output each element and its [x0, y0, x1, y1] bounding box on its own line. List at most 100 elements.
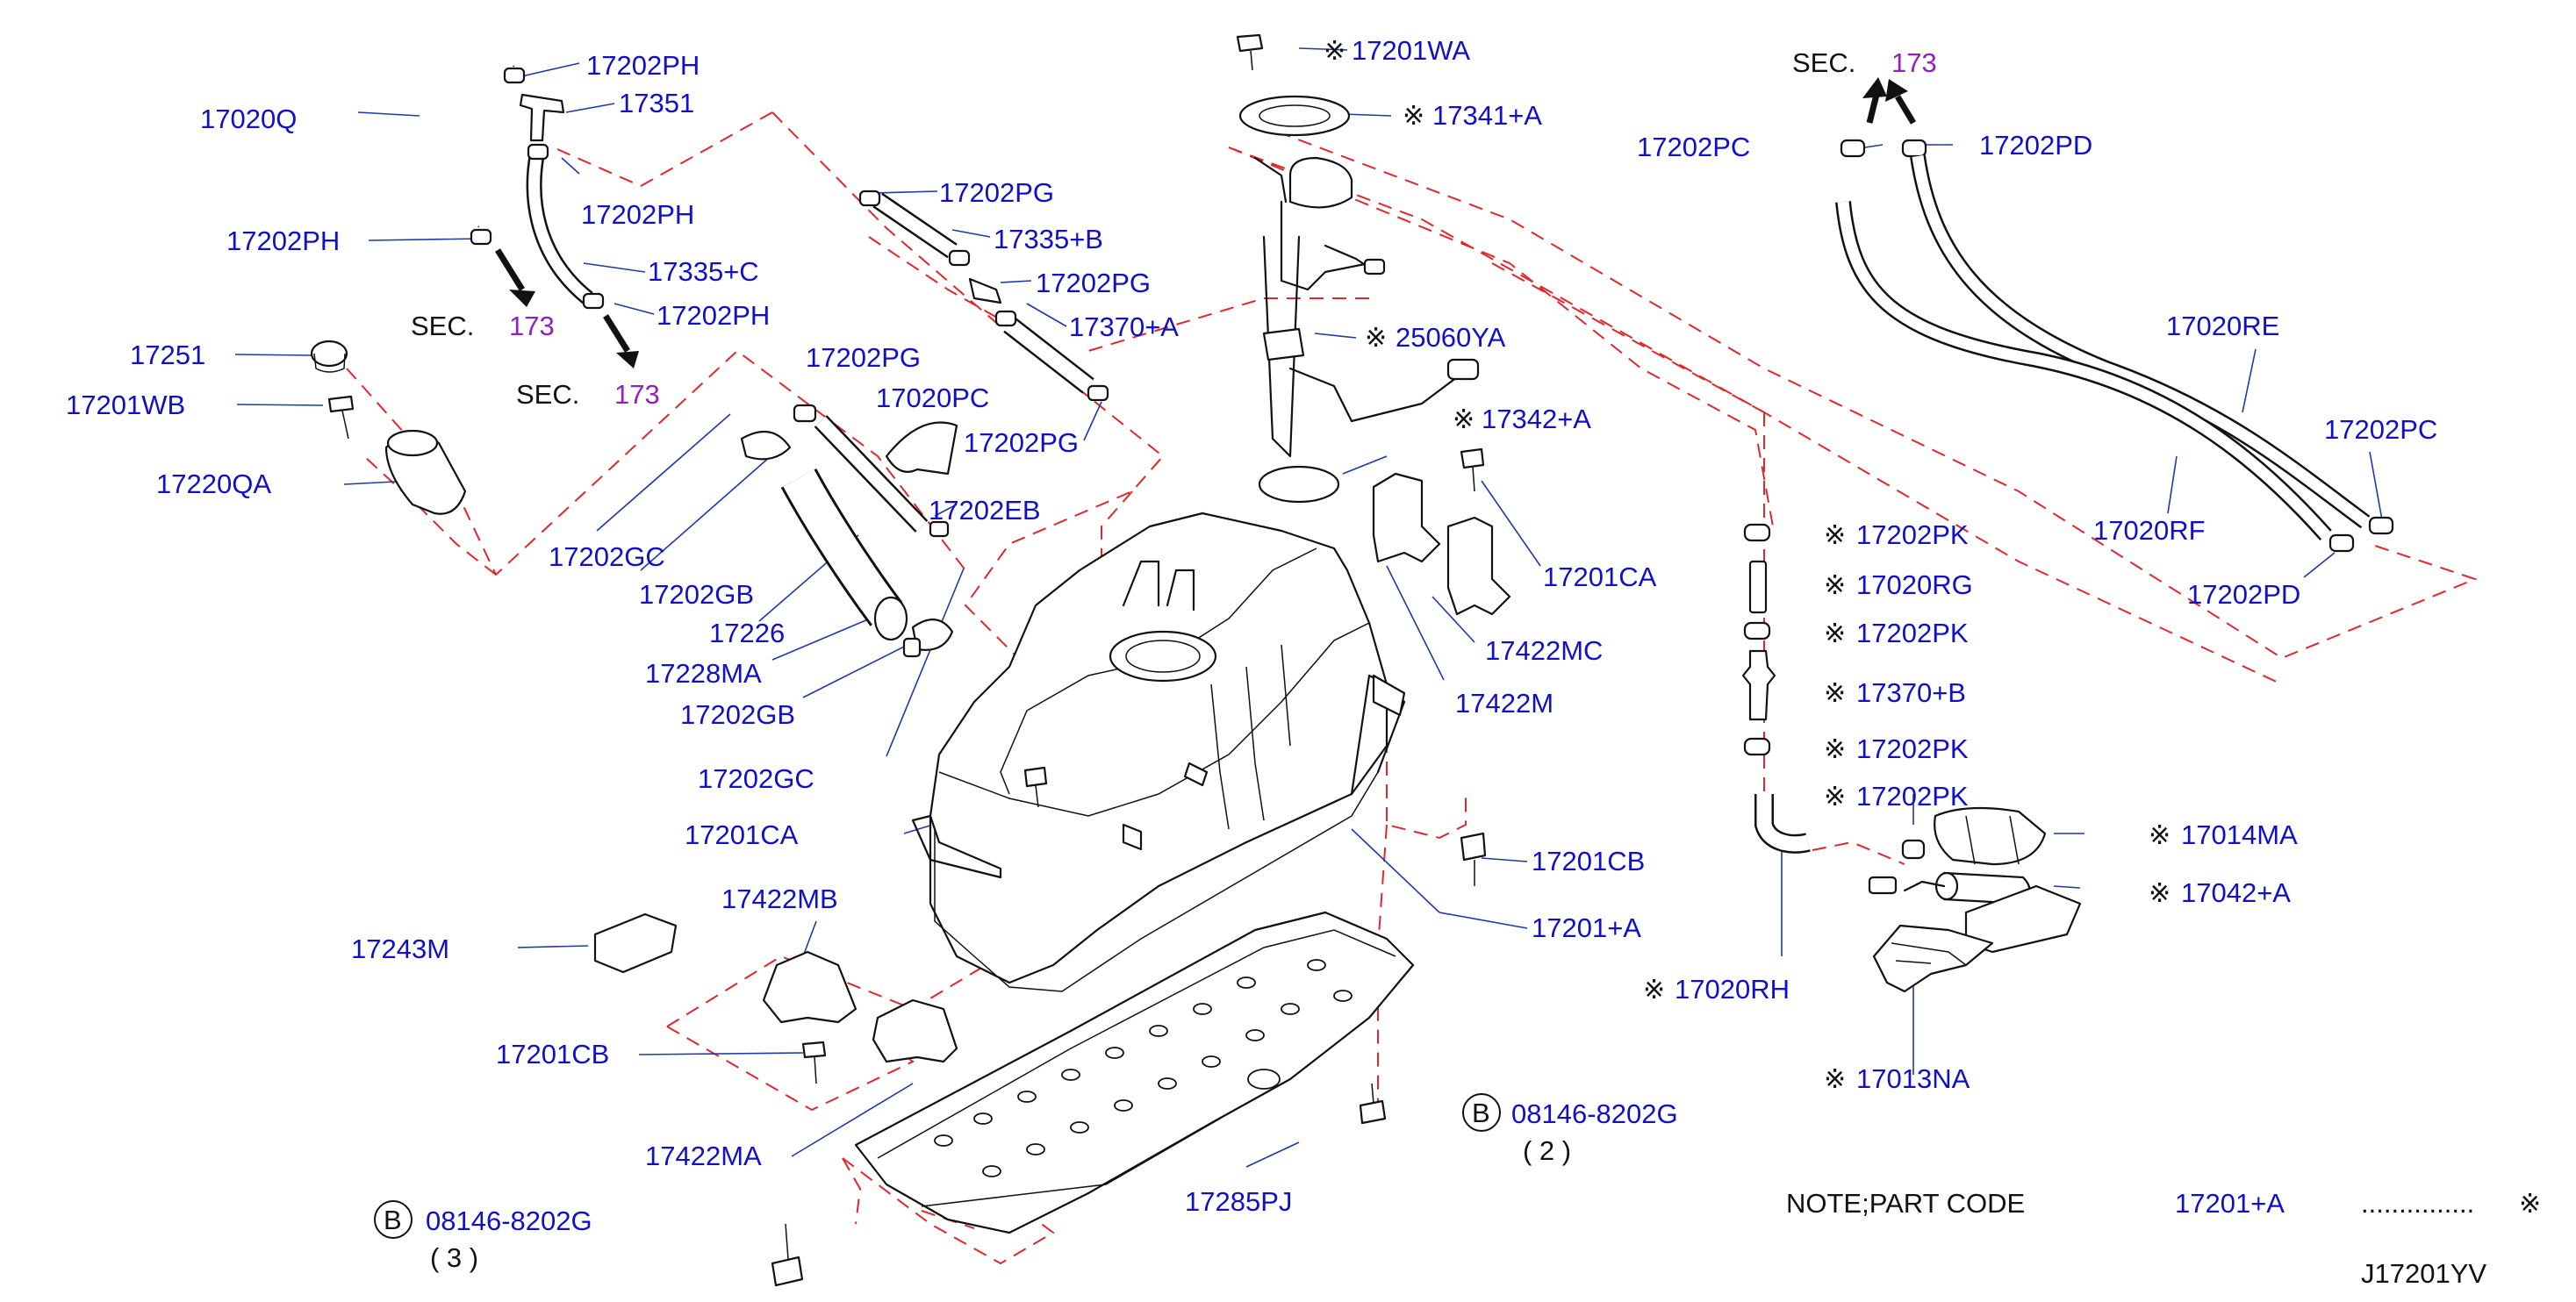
clip-17202PG-d [1087, 384, 1109, 402]
callout-17251: 17251 [130, 340, 205, 370]
clip-17202PD-b [2328, 533, 2355, 553]
star-17202PK-c: ※ [1824, 734, 1846, 765]
diagram-code: J17201YV [2361, 1258, 2486, 1289]
clip-17202PC-a [1840, 139, 1866, 158]
screw-17201WA [1236, 33, 1264, 53]
bolt-marker-circle-a [1462, 1093, 1501, 1132]
callout-17020PC: 17020PC [876, 383, 989, 413]
pump-opening [1109, 630, 1217, 683]
skid-plate-17285PJ [854, 911, 1415, 1234]
clip-17202GB-a [793, 404, 817, 423]
bracket-17422MA [872, 998, 958, 1063]
callout-17020RF: 17020RF [2093, 515, 2206, 546]
callout-08146-8202G-a: 08146-8202G [1511, 1098, 1678, 1129]
callout-17202PC-b: 17202PC [2324, 414, 2437, 445]
clip-17202PH-c [527, 143, 549, 161]
pad-17243M [593, 912, 678, 974]
callout-17202PG-d: 17202PG [964, 427, 1079, 458]
callout-17370B: 17370+B [1856, 677, 1966, 708]
tee-connector-17351 [519, 93, 565, 142]
bolt-08146-8202G-b [771, 1256, 804, 1287]
clamp-17202GB-b [911, 619, 954, 651]
callout-17020RG: 17020RG [1856, 569, 1973, 600]
callout-17202PG-a: 17202PG [939, 177, 1054, 208]
callout-17243M: 17243M [351, 934, 449, 964]
callout-17042A: 17042+A [2181, 877, 2291, 908]
callout-17202PH-c: 17202PH [581, 199, 694, 230]
bracket-17422MC [1446, 516, 1511, 616]
clip-17202EB [929, 520, 950, 538]
callout-17202PK-d: 17202PK [1856, 781, 1969, 812]
callout-17202PK-a: 17202PK [1856, 519, 1969, 550]
hose-17020Q-inner [430, 40, 518, 229]
star-17020RH: ※ [1643, 975, 1665, 1005]
callout-17335C: 17335+C [648, 256, 759, 287]
callout-17202PH-b: 17202PH [226, 225, 340, 256]
callout-17201A: 17201+A [1532, 912, 1641, 943]
bracket-17422M [1372, 472, 1441, 563]
callout-17202PD-b: 17202PD [2187, 579, 2300, 610]
clip-17202PH-a [503, 67, 526, 84]
skid-plate-holes [934, 959, 1353, 1177]
star-17013NA: ※ [1824, 1064, 1846, 1095]
star-17014MA: ※ [2149, 820, 2171, 851]
clip-17202PH-d [582, 292, 605, 310]
clip-17202PD-a [1901, 139, 1927, 158]
bolt-marker-circle-b [374, 1200, 413, 1239]
callout-17202PK-b: 17202PK [1856, 618, 1969, 648]
bolt-marker-b: B [384, 1205, 402, 1235]
sec-number-b: 173 [614, 379, 660, 410]
callout-17202PK-c: 17202PK [1856, 733, 1969, 764]
gasket-17342A [1258, 465, 1340, 504]
bolt-17201CA-a [1023, 766, 1048, 788]
parts [310, 33, 2394, 1287]
callout-17202PD-a: 17202PD [1979, 130, 2092, 161]
callout-08146-8202G-b: 08146-8202G [426, 1205, 592, 1236]
star-17202PK-d: ※ [1824, 782, 1846, 812]
clip-17202PK-b [1743, 621, 1771, 640]
callout-17202GC-b: 17202GC [698, 763, 814, 794]
callout-17201CB-a: 17201CB [1532, 846, 1645, 876]
callout-17351: 17351 [619, 88, 694, 118]
bracket-17422MB [762, 950, 857, 1024]
callout-17201CA-b: 17201CA [1543, 562, 1657, 592]
sec-label-a: SEC. [411, 311, 474, 341]
callout-25060YA: 25060YA [1396, 322, 1506, 353]
bolt-08146-8202G-a [1359, 1099, 1387, 1125]
callout-labels: 17202PH 17351 17020Q 17202PH 17202PH 173… [66, 35, 2541, 1289]
callout-17341A: 17341+A [1432, 100, 1542, 131]
callout-17020RE: 17020RE [2166, 311, 2279, 341]
star-17341A: ※ [1403, 101, 1424, 132]
callout-17020RH: 17020RH [1675, 974, 1790, 1005]
callout-17013NA: 17013NA [1856, 1063, 1970, 1094]
callout-17226: 17226 [709, 618, 785, 648]
filler-cap-17251 [310, 340, 348, 368]
callout-17285PJ: 17285PJ [1185, 1186, 1292, 1217]
callout-17422MC: 17422MC [1485, 635, 1603, 666]
fuel-sender-25060YA [1288, 156, 1353, 209]
clip-17202PK-a [1743, 523, 1771, 542]
clip-17202PH-b [470, 228, 492, 246]
qty-a: ( 2 ) [1523, 1135, 1571, 1166]
sec-label-c: SEC. [1792, 47, 1855, 78]
note-part-code: 17201+A [2175, 1188, 2285, 1219]
callout-17228MA: 17228MA [645, 658, 762, 689]
star-25060YA: ※ [1365, 323, 1387, 354]
star-17202PK-a: ※ [1824, 520, 1846, 551]
clip-17202PC-b [2368, 516, 2394, 535]
callout-17202PG-c: 17202PG [806, 342, 921, 373]
valve-17370B [1741, 649, 1776, 721]
star-17370B: ※ [1824, 678, 1846, 709]
hose-17020Q [434, 45, 515, 228]
callout-17422M: 17422M [1455, 688, 1553, 719]
hose-17020RG [1748, 560, 1768, 614]
star-17342A: ※ [1453, 404, 1475, 435]
clip-17202PK-c [1743, 737, 1771, 756]
callout-17422MB: 17422MB [721, 884, 838, 914]
callout-17201CB-b: 17201CB [496, 1039, 609, 1070]
star-17042A: ※ [2149, 878, 2171, 909]
qty-b: ( 3 ) [430, 1242, 478, 1273]
clip-17202PG-c [994, 310, 1017, 327]
callout-17020Q: 17020Q [200, 104, 297, 134]
callout-17335B: 17335+B [994, 224, 1103, 254]
